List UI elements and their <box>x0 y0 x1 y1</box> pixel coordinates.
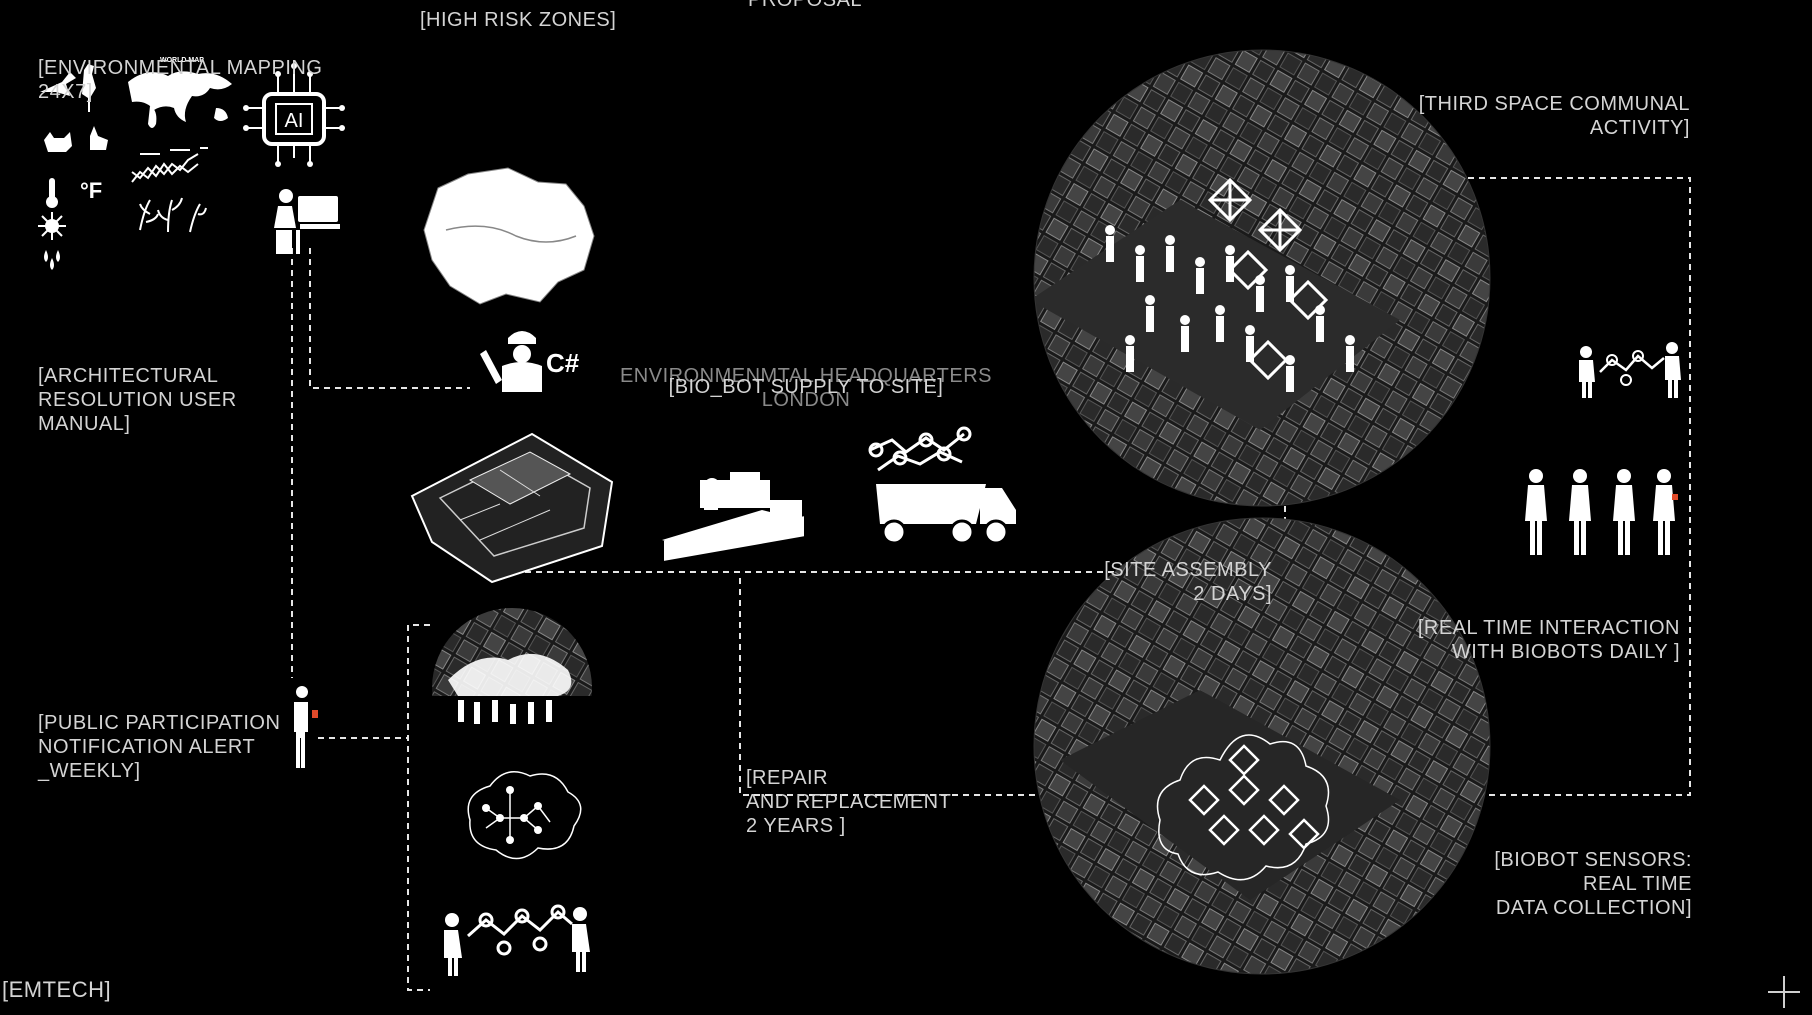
rabbit-icon <box>90 126 108 150</box>
proposal-title: PROPOSAL <box>748 0 863 11</box>
svg-text:WORLD MAP: WORLD MAP <box>160 57 204 64</box>
heron-icon <box>82 64 96 112</box>
line-ai-to-csharp <box>309 248 470 389</box>
env-icons: °F WORLD MAP <box>38 57 232 270</box>
engineer-csharp-icon: C# <box>480 331 580 392</box>
ai-chip-icon: AI <box>243 63 345 167</box>
person-phone-icon <box>294 686 318 768</box>
people-with-biobots-icon <box>1579 342 1681 398</box>
cat-icon <box>44 132 72 152</box>
label-high-risk: [HIGH RISK ZONES] <box>420 9 617 31</box>
world-map-icon: WORLD MAP <box>128 57 232 128</box>
label-bio-supply: [BIO_BOT SUPPLY TO SITE] <box>668 376 944 398</box>
bird-icon <box>40 72 76 96</box>
biobot-cluster-icon <box>467 771 582 860</box>
footer-brand: [EMTECH] <box>2 977 112 1002</box>
people-assembling-icon <box>444 904 590 976</box>
plant-icon <box>139 197 207 233</box>
data-chart-icon <box>131 147 208 183</box>
biobot-sensors-vignette <box>1034 518 1490 974</box>
fahrenheit-icon: °F <box>80 178 102 203</box>
water-drops-icon <box>44 250 60 270</box>
svg-text:AI: AI <box>285 110 304 132</box>
person-at-computer-icon <box>274 189 340 254</box>
site-plan-icon <box>410 432 614 584</box>
third-space-vignette <box>1034 50 1490 506</box>
biobot-truck-icon <box>868 426 1016 545</box>
people-group-icon <box>1525 469 1678 555</box>
plus-icon <box>1768 976 1800 1008</box>
community-vignette <box>420 608 620 796</box>
svg-text:C#: C# <box>546 348 580 378</box>
thermometer-icon <box>49 178 55 200</box>
line-left-bracket <box>407 624 430 991</box>
london-map-icon <box>423 167 595 305</box>
fabrication-machine-icon <box>662 472 804 561</box>
